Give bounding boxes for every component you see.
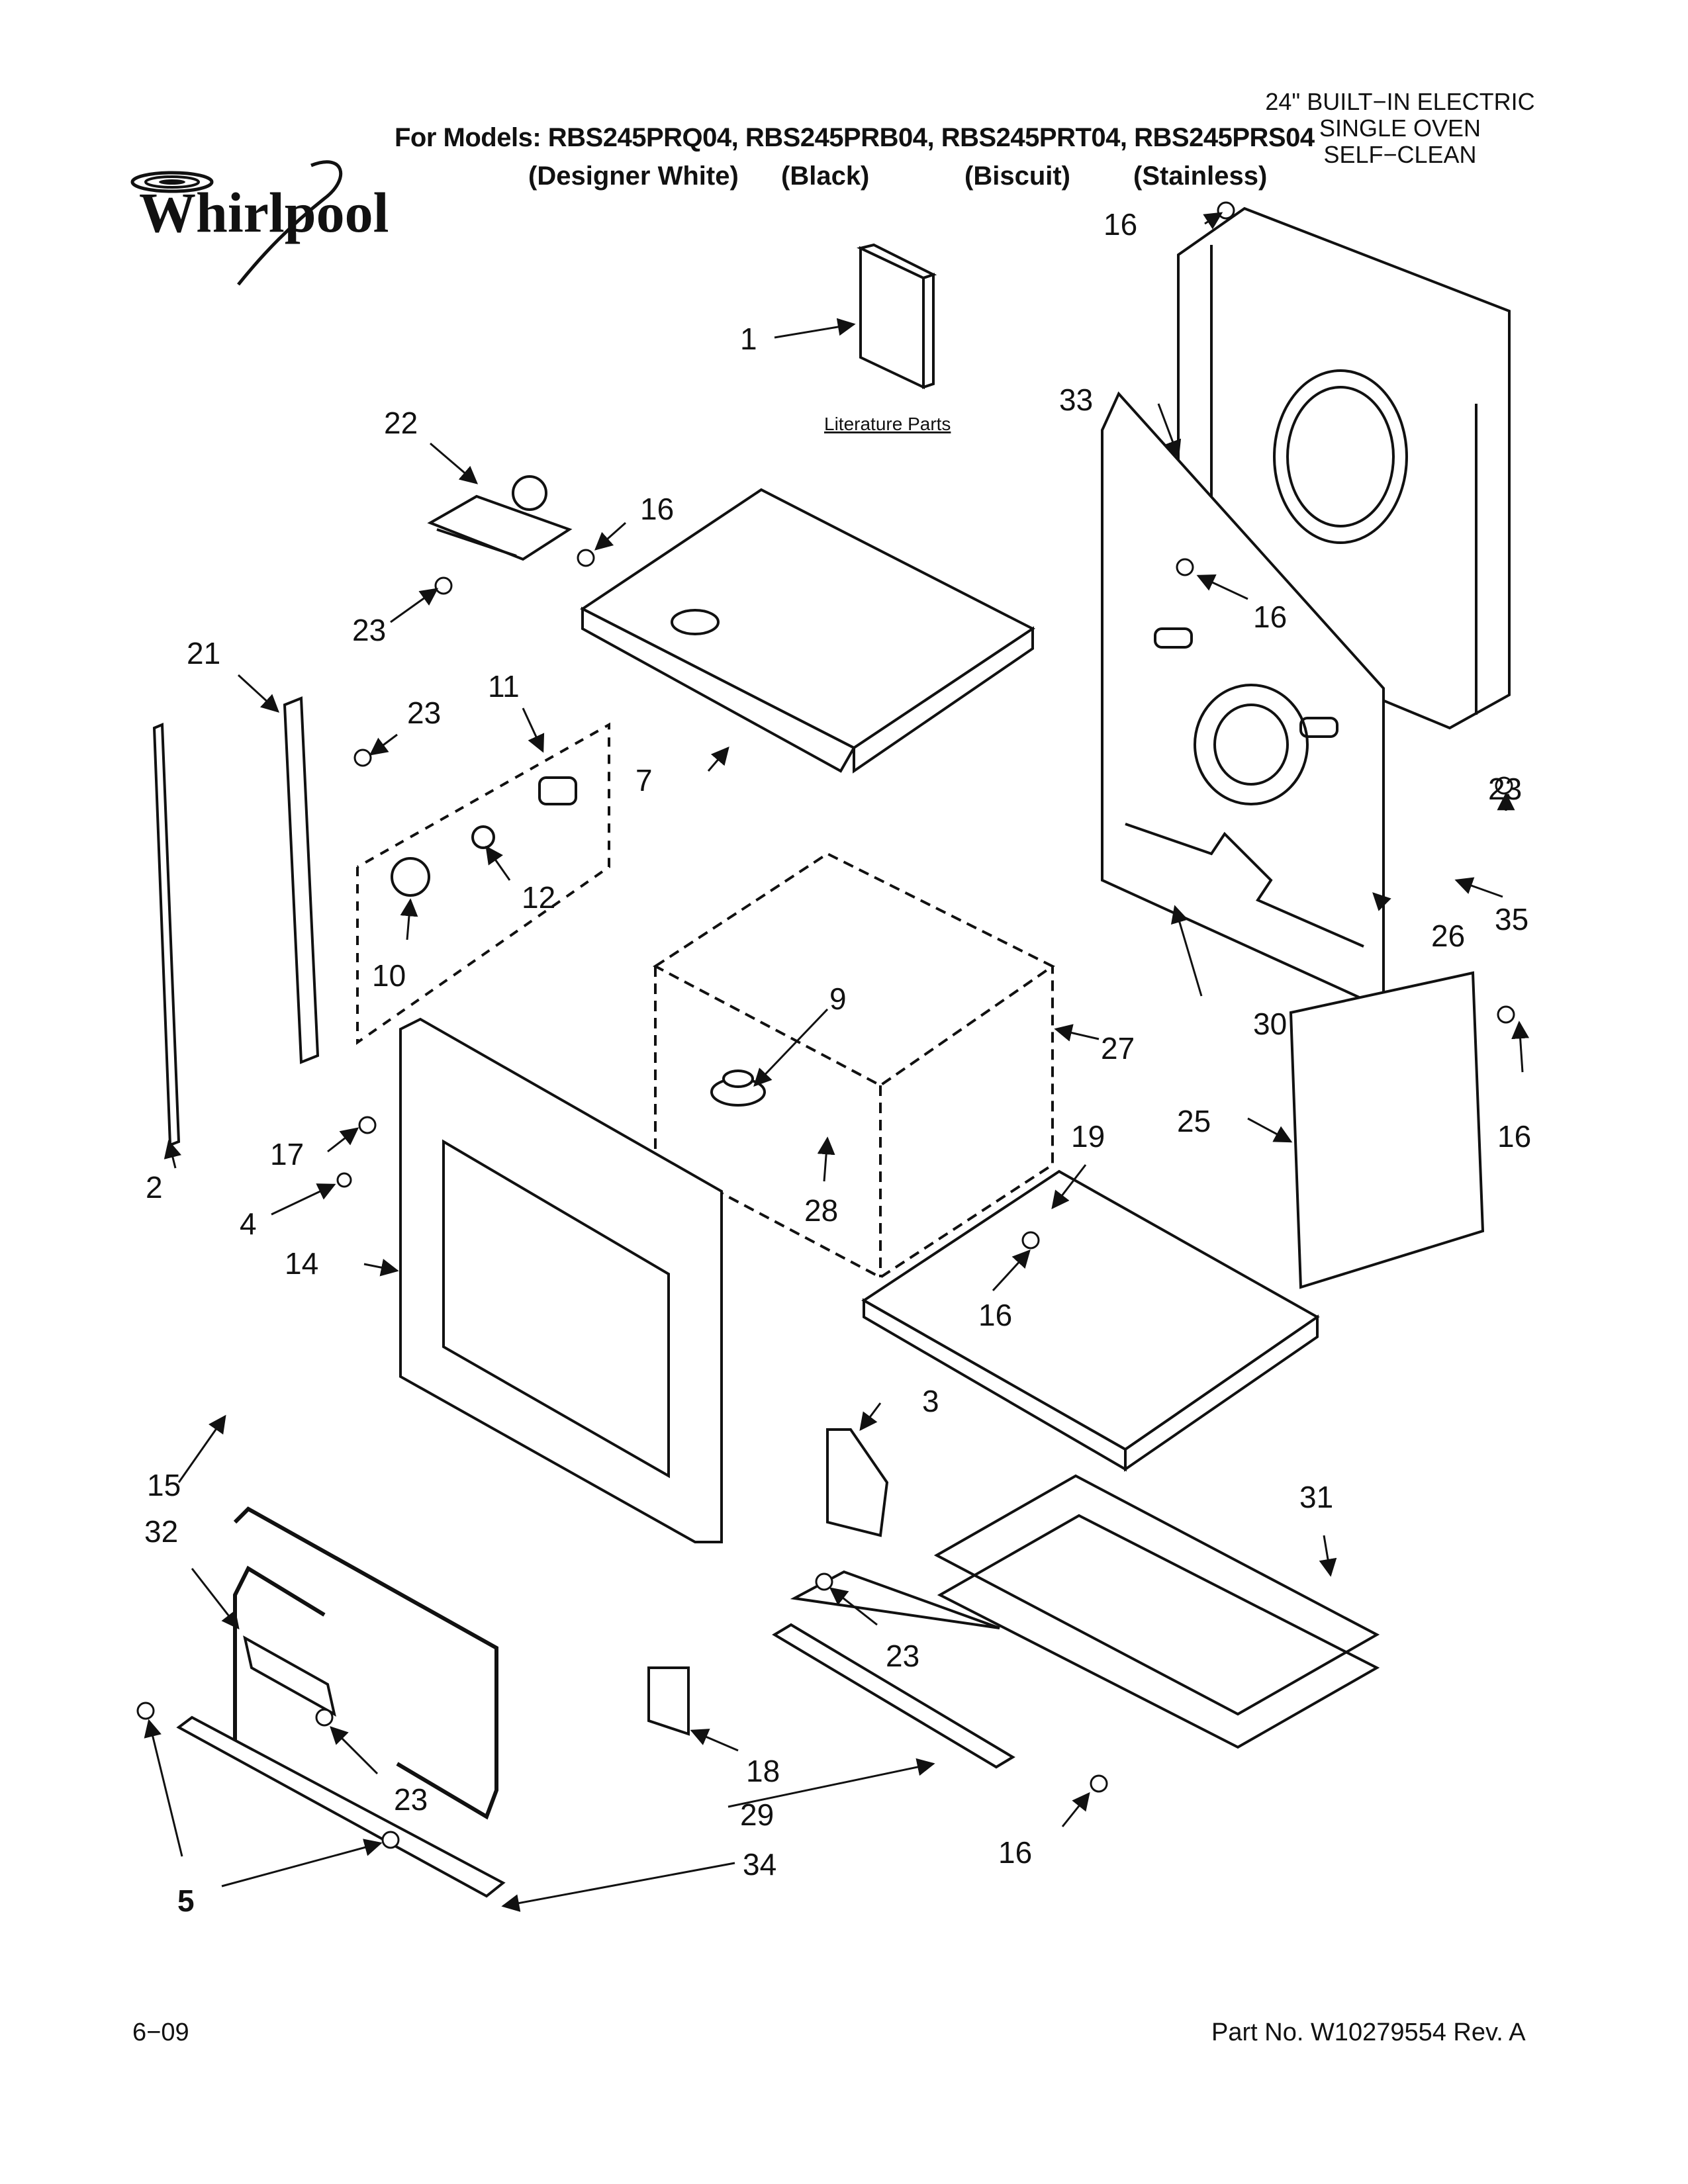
color-designer-white: (Designer White) [528, 161, 739, 191]
color-biscuit: (Biscuit) [964, 161, 1070, 191]
callout-18: 18 [746, 1754, 780, 1788]
part-side-trims [152, 696, 320, 1147]
part-literature [857, 243, 937, 390]
callout-29: 29 [740, 1797, 774, 1832]
callout-numbers: 1 2 3 4 5 7 9 10 11 12 14 15 16 16 16 16… [144, 207, 1531, 1918]
leader-lines [144, 212, 1530, 1912]
callout-21: 21 [187, 636, 220, 670]
product-description: 24" BUILT−IN ELECTRIC SINGLE OVEN SELF−C… [1258, 89, 1542, 168]
callout-16c: 16 [1253, 600, 1287, 634]
callout-31: 31 [1299, 1480, 1333, 1514]
callout-5: 5 [177, 1884, 195, 1918]
callout-28: 28 [804, 1193, 838, 1228]
literature-parts-label: Literature Parts [824, 414, 951, 434]
callout-7: 7 [635, 763, 653, 797]
callout-4: 4 [240, 1206, 257, 1241]
callout-23e: 23 [394, 1782, 428, 1817]
callout-23b: 23 [407, 696, 441, 730]
whirlpool-logo: Whirlpool [130, 160, 389, 286]
callout-14: 14 [285, 1246, 318, 1281]
callout-16a: 16 [1103, 207, 1137, 242]
footer-date: 6−09 [132, 2019, 189, 2046]
callout-34: 34 [743, 1847, 776, 1882]
callout-30: 30 [1253, 1007, 1287, 1041]
callout-32: 32 [144, 1514, 178, 1549]
callout-10: 10 [372, 958, 406, 993]
color-black: (Black) [781, 161, 870, 191]
callout-27: 27 [1101, 1031, 1135, 1066]
callout-33: 33 [1059, 383, 1093, 417]
callout-9: 9 [829, 981, 847, 1016]
callout-12: 12 [522, 880, 555, 915]
callout-16e: 16 [978, 1298, 1012, 1332]
part-front-frame [399, 1017, 723, 1543]
brand-wordmark: Whirlpool [139, 181, 389, 244]
callout-2: 2 [146, 1170, 163, 1205]
callout-25: 25 [1177, 1104, 1211, 1138]
part-lower-pieces [176, 971, 1485, 1898]
product-line-3: SELF−CLEAN [1323, 141, 1477, 168]
screw-hardware [136, 201, 1515, 1849]
part-9-element [710, 1069, 766, 1107]
callout-1: 1 [740, 322, 757, 356]
part-oven-cavity [653, 852, 1055, 1279]
part-top-panel [580, 488, 1035, 774]
callout-23a: 23 [352, 613, 386, 647]
models-line: For Models: RBS245PRQ04, RBS245PRB04, RB… [395, 123, 1315, 152]
callout-19: 19 [1071, 1119, 1105, 1154]
product-line-2: SINGLE OVEN [1319, 114, 1481, 142]
part-controls-group [356, 722, 610, 1045]
callout-23d: 23 [886, 1639, 919, 1673]
callout-3: 3 [922, 1384, 939, 1418]
callout-16b: 16 [640, 492, 674, 526]
callout-26: 26 [1431, 919, 1465, 953]
callout-23c: 23 [1488, 772, 1522, 806]
part-switch [427, 475, 573, 561]
callout-15: 15 [147, 1468, 181, 1502]
color-stainless: (Stainless) [1133, 161, 1268, 191]
callout-22: 22 [384, 406, 418, 440]
product-line-1: 24" BUILT−IN ELECTRIC [1265, 88, 1535, 115]
callout-35: 35 [1495, 902, 1528, 936]
callout-17: 17 [270, 1137, 304, 1171]
callout-16f: 16 [998, 1835, 1032, 1870]
callout-16d: 16 [1497, 1119, 1531, 1154]
footer-part-number: Part No. W10279554 Rev. A [1211, 2019, 1526, 2046]
callout-11: 11 [488, 669, 520, 704]
